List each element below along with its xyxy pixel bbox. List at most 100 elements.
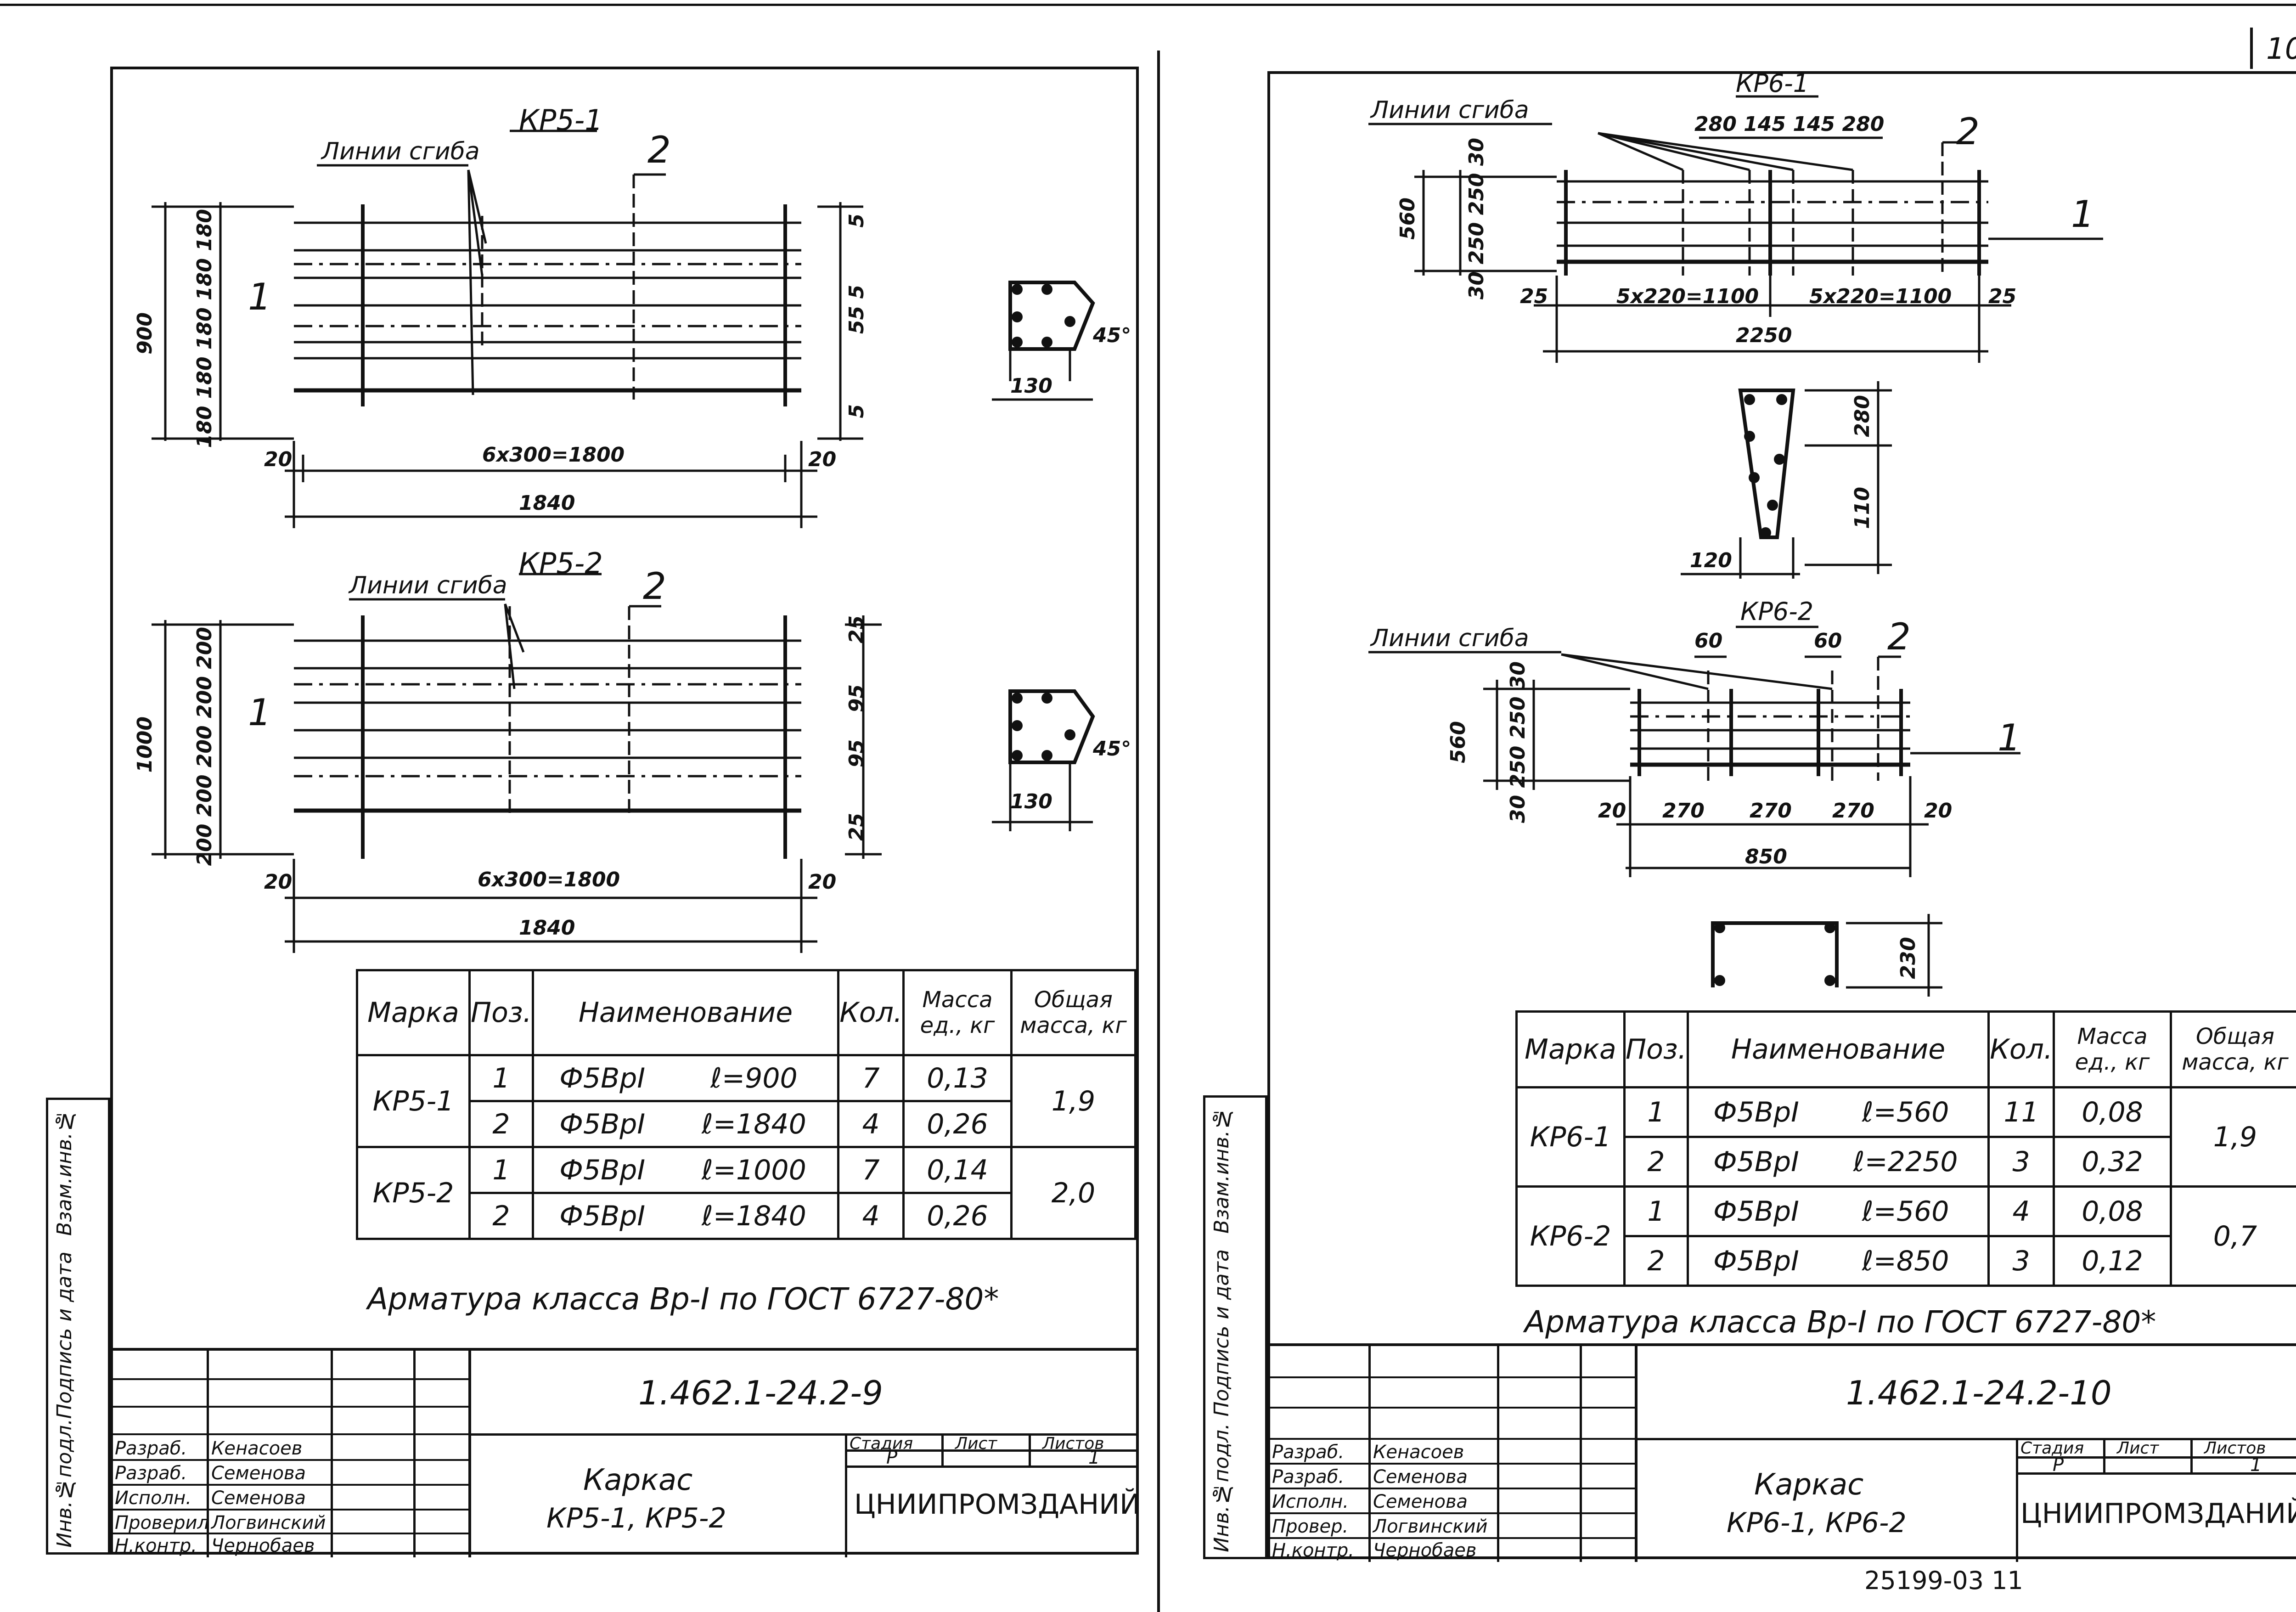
kr5-2-r95b: 95 [845, 739, 868, 767]
kr5-2-left20: 20 [264, 870, 292, 894]
left-side-stamp: Инв.№подл. Подпись и дата Взам.инв.№ [46, 1098, 110, 1555]
stamp-sheet-header: Лист [955, 1434, 997, 1453]
stamp-code: 1.462.1-24.2-9 [638, 1374, 883, 1412]
kr6-1-pos2: 2 [1956, 110, 1980, 153]
stamp-role-1: Разраб. [115, 1438, 187, 1459]
kr6-2-left20: 20 [1598, 799, 1626, 823]
right-steel-note: Арматура класса Вр-I по ГОСТ 6727-80* [1525, 1304, 2156, 1340]
spec-pos: 1 [1625, 1187, 1688, 1236]
spec-header-mark: Марка [1517, 1012, 1625, 1088]
spec-name: Ф5ВрI [1688, 1236, 1823, 1286]
kr5-2-title: КР5-2 [519, 547, 603, 580]
kr6-1-total: 2250 [1736, 324, 1792, 347]
spec-pos: 2 [1625, 1137, 1688, 1187]
kr5-1-span-dim: 6x300=1800 [482, 443, 625, 467]
kr5-1-title: КР5-1 [519, 103, 603, 137]
stamp-name-4: Логвинский [211, 1512, 326, 1533]
spec-len: ℓ=850 [1823, 1236, 1989, 1286]
kr5-2-pos1: 1 [248, 691, 271, 734]
kr5-1-angle: 45° [1093, 324, 1131, 347]
stamp-code: 1.462.1-24.2-10 [1846, 1374, 2112, 1412]
table-row: КР5-1 1 Ф5ВрI ℓ=900 7 0,13 1,9 [357, 1055, 1136, 1101]
spec-mark: КР5-1 [357, 1055, 470, 1147]
spec-mass: 0,13 [904, 1055, 1012, 1101]
stamp-stage-header: Стадия [850, 1434, 913, 1453]
kr5-1-bend-label: Линии сгиба [321, 138, 480, 165]
right-side-stamp: Инв.№подл. Подпись и дата Взам.инв.№ [1203, 1095, 1267, 1559]
kr6-2-d60a: 60 [1694, 629, 1722, 653]
spec-qty: 7 [838, 1147, 904, 1193]
kr6-1-span1: 5x220=1100 [1616, 285, 1759, 308]
stamp-role-3: Исполн. [1272, 1491, 1349, 1512]
kr6-2-s1: 270 [1662, 799, 1705, 823]
stamp-name-4: Логвинский [1373, 1516, 1487, 1537]
kr5-2-r25b: 25 [845, 813, 868, 841]
kr5-1-right20: 20 [808, 448, 836, 471]
left-stamp: Разраб. Кенасоев Разраб. Семенова Исполн… [110, 1348, 1139, 1555]
kr5-1-pos2: 2 [647, 129, 671, 171]
spec-header-pos: Поз. [1625, 1012, 1688, 1088]
spec-mass: 0,26 [904, 1193, 1012, 1239]
kr5-2-pos2: 2 [643, 565, 666, 608]
kr5-1-height-dim: 900 [133, 312, 157, 355]
spec-name: Ф5ВрI [1688, 1187, 1823, 1236]
spec-name: Ф5ВрI [533, 1055, 670, 1101]
spec-mass: 0,08 [2054, 1088, 2171, 1137]
kr6-1-sec-w: 120 [1690, 549, 1732, 572]
spec-qty: 3 [1989, 1137, 2054, 1187]
spec-header-name: Наименование [1688, 1012, 1988, 1088]
kr5-1-drawing [152, 131, 1093, 528]
spec-header-pos: Поз. [470, 970, 533, 1055]
spec-mass: 0,14 [904, 1147, 1012, 1193]
stamp-sheet-header: Лист [2117, 1439, 2159, 1458]
spec-header-mass: Масса ед., кг [2054, 1012, 2171, 1088]
kr6-1-title: КР6-1 [1736, 69, 1809, 98]
kr6-1-rows: 30 250 250 30 [1465, 138, 1488, 299]
stamp-role-2: Разраб. [1272, 1466, 1344, 1488]
kr5-2-span-dim: 6x300=1800 [478, 868, 620, 891]
spec-len: ℓ=1840 [671, 1101, 838, 1147]
table-row: КР6-1 1 Ф5ВрI ℓ=560 11 0,08 1,9 [1517, 1088, 2296, 1137]
kr6-1-span2: 5x220=1100 [1809, 285, 1952, 308]
kr5-2-shape-width: 130 [1010, 790, 1052, 813]
spec-total: 2,0 [1012, 1147, 1136, 1239]
spec-name: Ф5ВрI [1688, 1088, 1823, 1137]
side-replace: Взам.инв.№ [53, 1109, 76, 1236]
stamp-title-line1: Каркас [1754, 1468, 1863, 1502]
stamp-role-2: Разраб. [115, 1463, 187, 1484]
spec-header-name: Наименование [533, 970, 838, 1055]
kr5-2-rows-dim: 200 200 200 200 200 [193, 627, 216, 866]
spec-name: Ф5ВрI [533, 1101, 670, 1147]
spec-header-mass: Масса ед., кг [904, 970, 1012, 1055]
kr5-1-rows-dim: 180 180 180 180 180 [193, 209, 216, 448]
spec-qty: 4 [838, 1193, 904, 1239]
spec-pos: 2 [1625, 1236, 1688, 1286]
kr6-1-left25: 25 [1520, 285, 1548, 308]
kr6-2-sec-h: 230 [1896, 937, 1920, 979]
side-inv: Инв.№подл. [53, 1419, 76, 1548]
right-spec-table: Марка Поз. Наименование Кол. Масса ед., … [1515, 1010, 2296, 1287]
spec-len: ℓ=560 [1823, 1187, 1989, 1236]
spec-header-qty: Кол. [1989, 1012, 2054, 1088]
stamp-name-2: Семенова [1373, 1466, 1468, 1488]
spec-pos: 1 [470, 1055, 533, 1101]
kr5-1-left20: 20 [264, 448, 292, 471]
kr6-2-pos2: 2 [1887, 615, 1911, 658]
spec-len: ℓ=900 [671, 1055, 838, 1101]
spec-pos: 1 [470, 1147, 533, 1193]
spec-name: Ф5ВрI [533, 1147, 670, 1193]
kr6-1-top-dims: 280 145 145 280 [1694, 113, 1884, 136]
spec-qty: 4 [838, 1101, 904, 1147]
kr5-1-r5a: 5 [845, 214, 868, 228]
kr6-1-right25: 25 [1988, 285, 2016, 308]
kr5-2-right20: 20 [808, 870, 836, 894]
stamp-title-line1: Каркас [583, 1463, 692, 1497]
spec-len: ℓ=2250 [1823, 1137, 1989, 1187]
kr6-2-right20: 20 [1924, 799, 1952, 823]
kr5-2-height-dim: 1000 [133, 716, 157, 772]
kr5-1-total-dim: 1840 [519, 491, 575, 515]
side-replace: Взам.инв.№ [1210, 1107, 1233, 1234]
stamp-name-1: Кенасоев [211, 1438, 302, 1459]
kr5-1-pos1: 1 [248, 276, 271, 318]
kr5-1-shape-width: 130 [1010, 374, 1052, 398]
